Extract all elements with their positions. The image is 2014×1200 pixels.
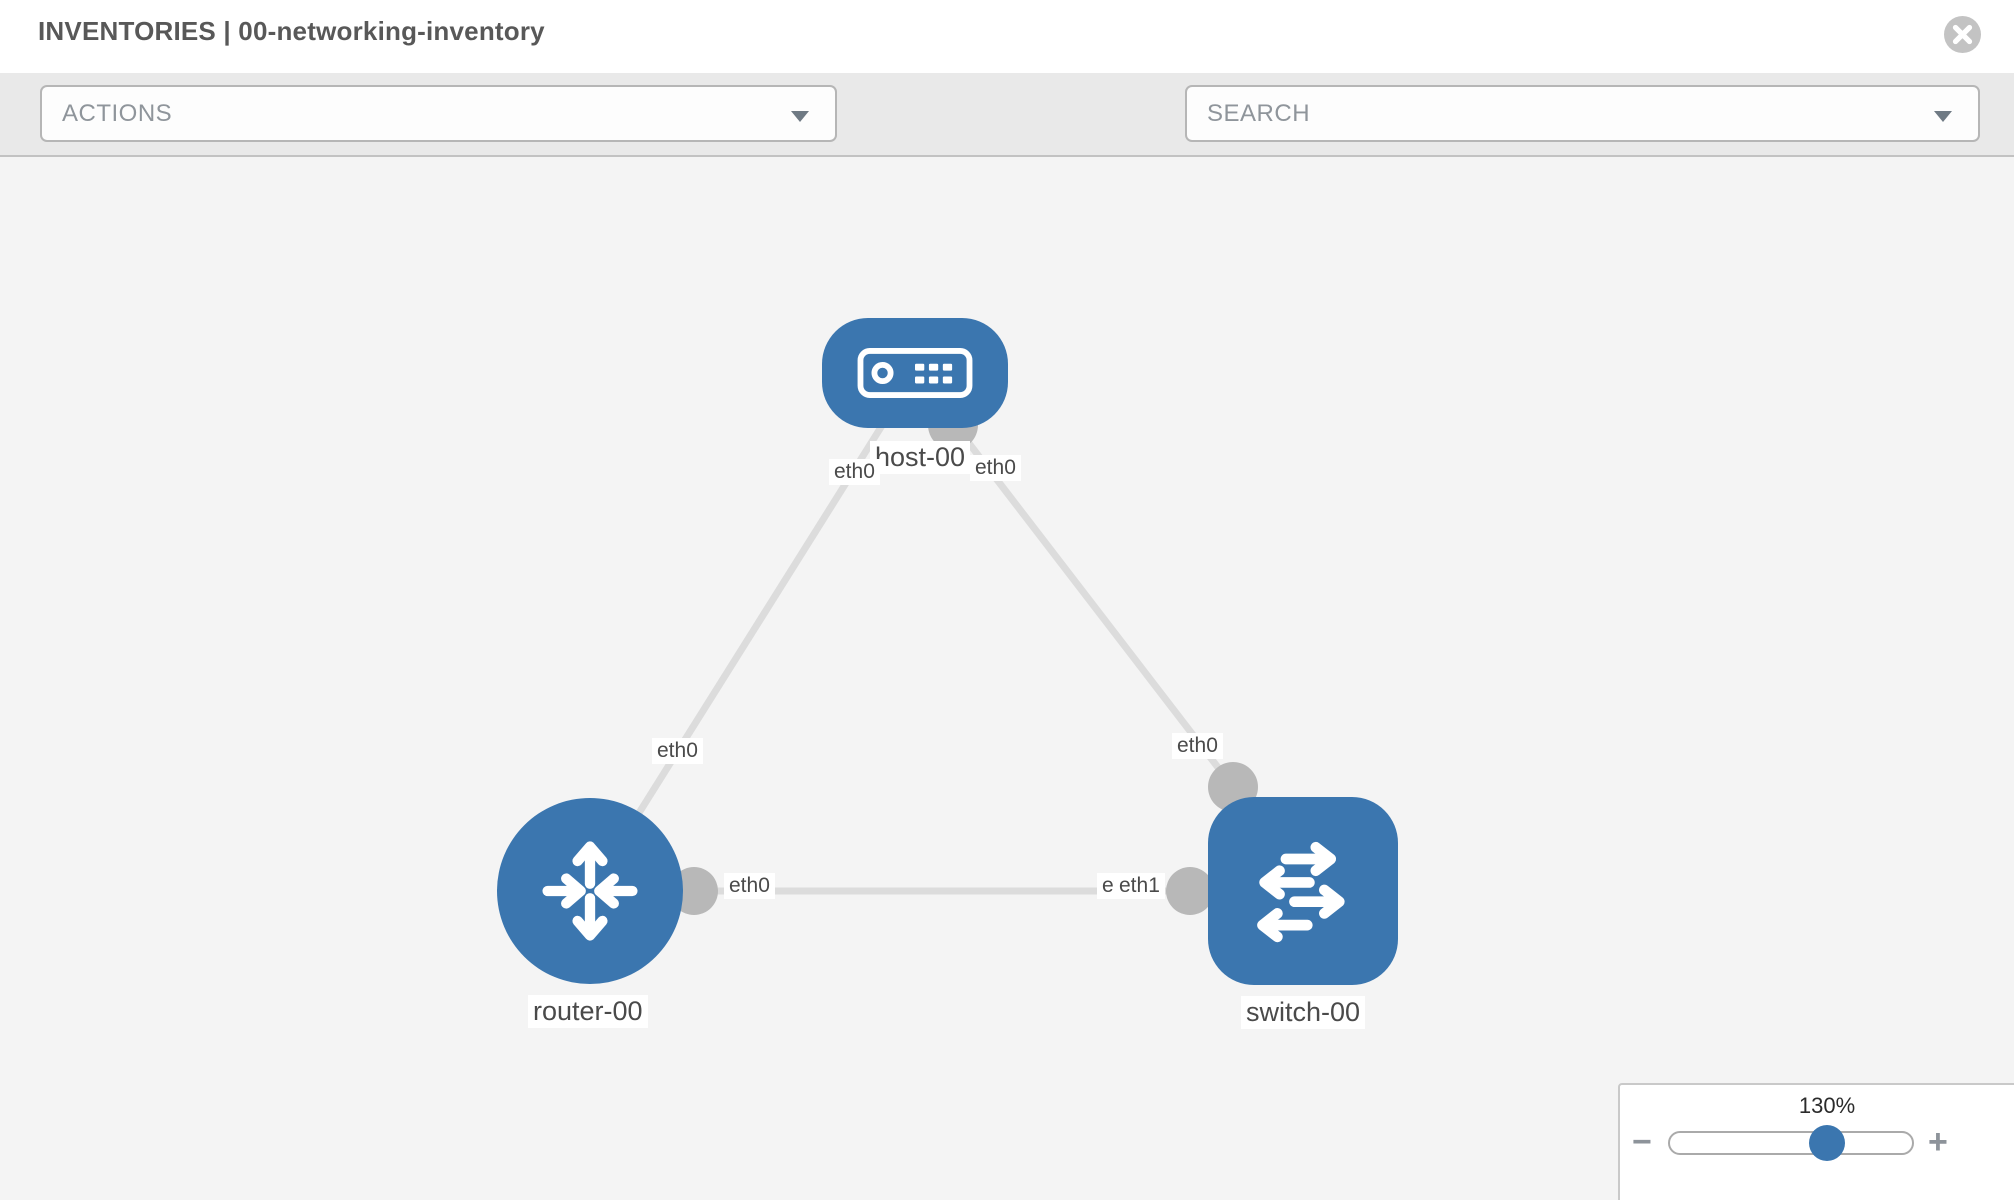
zoom-level-value: 130% xyxy=(1798,1093,1856,1118)
iface-label-host-left: eth0 xyxy=(829,459,880,485)
node-router-00[interactable] xyxy=(497,798,683,984)
port-switch-eth1 xyxy=(1166,867,1214,915)
close-icon xyxy=(1952,24,1973,45)
actions-dropdown-label: ACTIONS xyxy=(62,99,173,127)
search-dropdown-label: SEARCH xyxy=(1207,99,1311,127)
zoom-slider-thumb[interactable] xyxy=(1809,1125,1845,1161)
node-host-00[interactable] xyxy=(822,318,1008,428)
switch-icon xyxy=(1257,841,1345,943)
zoom-out-button[interactable]: − xyxy=(1632,1123,1652,1161)
iface-label-router-eth0: eth0 xyxy=(724,873,775,899)
toolbar: ACTIONS SEARCH xyxy=(0,73,2014,206)
zoom-slider-track[interactable] xyxy=(1668,1131,1914,1155)
iface-label-switch-eth1: eth1 xyxy=(1114,873,1165,899)
zoom-control-panel: 130% − + xyxy=(1618,1083,2014,1200)
topology-canvas[interactable]: host-00 router-00 switch-00 eth0 eth0 et… xyxy=(0,157,2014,1200)
host-icon xyxy=(857,348,973,398)
node-label-switch: switch-00 xyxy=(1241,996,1366,1029)
iface-label-router-uplink: eth0 xyxy=(652,738,703,764)
close-button[interactable] xyxy=(1944,16,1981,53)
links-layer xyxy=(587,370,1303,915)
actions-dropdown[interactable]: ACTIONS xyxy=(40,85,837,142)
iface-label-switch-uplink: eth0 xyxy=(1172,733,1223,759)
chevron-down-icon xyxy=(1934,111,1952,122)
zoom-in-button[interactable]: + xyxy=(1928,1123,1948,1161)
search-dropdown[interactable]: SEARCH xyxy=(1185,85,1980,142)
chevron-down-icon xyxy=(791,111,809,122)
iface-label-host-right: eth0 xyxy=(970,455,1021,481)
node-switch-00[interactable] xyxy=(1208,797,1398,985)
page-title: INVENTORIES | 00-networking-inventory xyxy=(38,16,545,46)
router-icon xyxy=(542,841,638,941)
node-label-router: router-00 xyxy=(528,995,648,1028)
node-label-host: host-00 xyxy=(870,441,971,474)
app-header: INVENTORIES | 00-networking-inventory xyxy=(0,0,2014,73)
